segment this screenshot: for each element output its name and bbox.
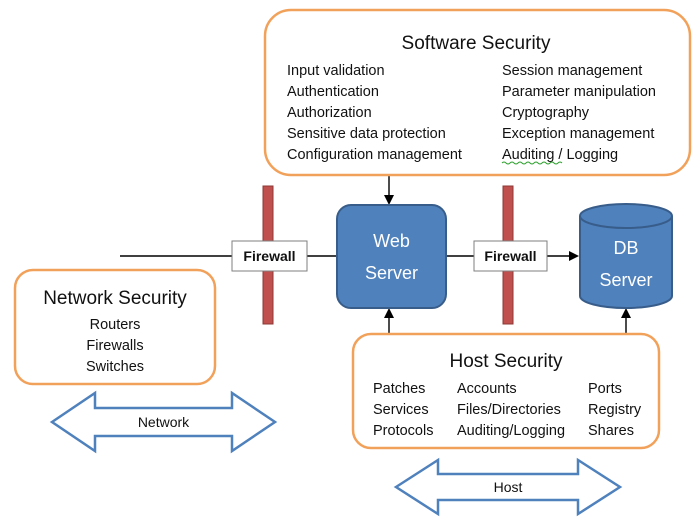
db-server: DB Server: [579, 203, 673, 309]
software-item: Configuration management: [287, 147, 462, 163]
host-item: Ports: [588, 381, 622, 397]
software-item: Session management: [502, 63, 642, 79]
software-item: Authorization: [287, 105, 372, 121]
software-item-auditing-logging: Auditing / Logging: [502, 147, 618, 163]
web-server-line1: Web: [373, 231, 410, 251]
software-security-box: Software Security Input validation Authe…: [263, 8, 692, 177]
firewall-left-label: Firewall: [243, 248, 295, 264]
host-item: Services: [373, 402, 429, 418]
db-server-line1: DB: [613, 238, 638, 258]
host-arrow-label: Host: [494, 479, 523, 495]
network-security-title: Network Security: [43, 288, 187, 309]
web-server: Web Server: [336, 204, 447, 309]
network-double-arrow: Network: [49, 390, 278, 454]
network-arrow-label: Network: [138, 414, 190, 430]
host-item: Protocols: [373, 423, 433, 439]
firewall-right-label: Firewall: [484, 248, 536, 264]
arrowhead-software-to-web: [384, 195, 394, 205]
network-security-box: Network Security Routers Firewalls Switc…: [13, 268, 217, 386]
db-server-line2: Server: [599, 270, 652, 290]
network-item: Firewalls: [86, 338, 143, 354]
auditing-word: Auditing: [502, 147, 554, 163]
software-item: Cryptography: [502, 105, 590, 121]
arrowhead-host-to-db: [621, 308, 631, 318]
software-item: Parameter manipulation: [502, 84, 656, 100]
host-item: Auditing/Logging: [457, 423, 565, 439]
spellcheck-squiggle: [501, 161, 563, 165]
software-item: Sensitive data protection: [287, 126, 446, 142]
host-item: Registry: [588, 402, 642, 418]
firewall-left: Firewall: [231, 240, 308, 272]
web-server-line2: Server: [365, 263, 418, 283]
host-item: Accounts: [457, 381, 517, 397]
software-item: Authentication: [287, 84, 379, 100]
host-item: Shares: [588, 423, 634, 439]
firewall-right: Firewall: [473, 240, 548, 272]
host-double-arrow: Host: [393, 457, 623, 517]
logging-suffix: / Logging: [554, 147, 618, 163]
host-item: Files/Directories: [457, 402, 561, 418]
host-item: Patches: [373, 381, 425, 397]
software-item: Input validation: [287, 63, 385, 79]
host-security-title: Host Security: [450, 351, 563, 372]
arrowhead-to-db: [569, 251, 579, 261]
host-security-box: Host Security Patches Services Protocols…: [351, 332, 661, 450]
software-security-title: Software Security: [402, 33, 551, 54]
network-item: Routers: [90, 317, 141, 333]
arrowhead-host-to-web: [384, 308, 394, 318]
software-item: Exception management: [502, 126, 654, 142]
network-item: Switches: [86, 359, 144, 375]
